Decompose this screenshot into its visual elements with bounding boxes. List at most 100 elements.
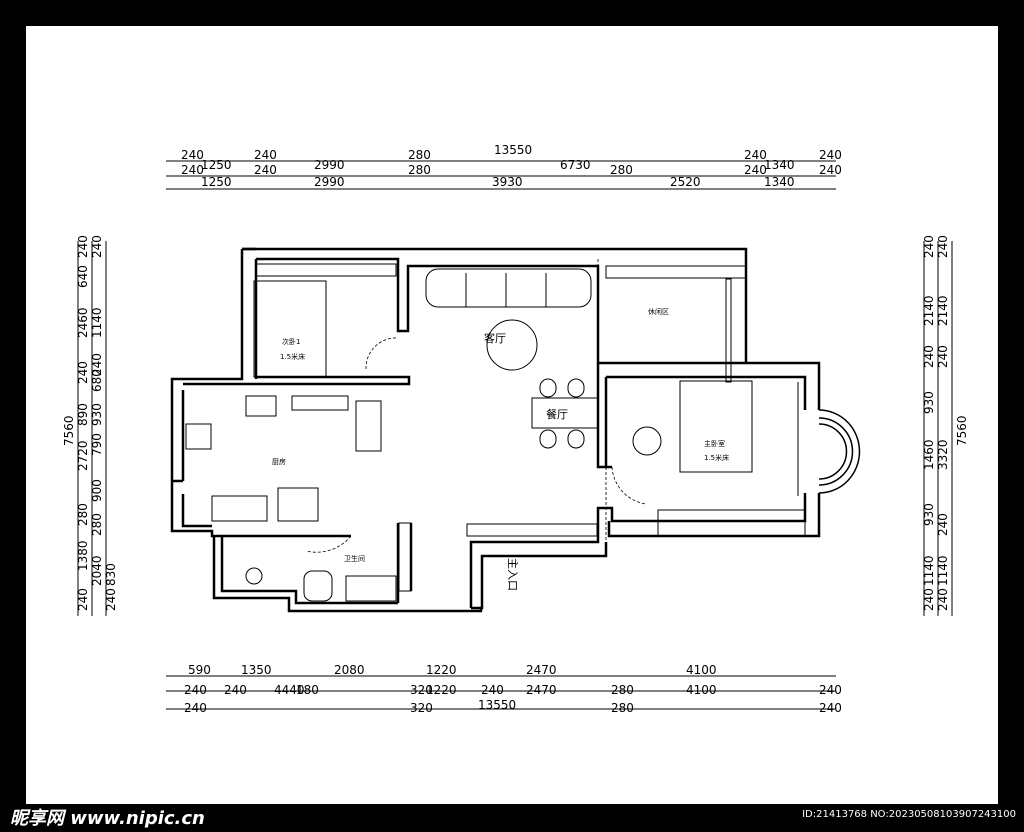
svg-text:240: 240 xyxy=(184,683,207,697)
svg-text:2140: 2140 xyxy=(936,295,950,326)
second-bed xyxy=(253,280,327,378)
svg-text:2470: 2470 xyxy=(526,663,557,677)
coffee-table xyxy=(486,319,538,371)
svg-text:240: 240 xyxy=(184,701,207,715)
watermark: 昵享网 www.nipic.cn xyxy=(10,808,205,829)
label-second-bed-size: 1.5米床 xyxy=(280,352,305,361)
svg-text:2990: 2990 xyxy=(314,175,345,189)
svg-text:590: 590 xyxy=(188,663,211,677)
svg-text:240: 240 xyxy=(922,588,936,611)
svg-text:6730: 6730 xyxy=(560,158,591,172)
svg-text:2140: 2140 xyxy=(922,295,936,326)
svg-text:240: 240 xyxy=(819,148,842,162)
label-leisure-area: 休闲区 xyxy=(648,307,669,316)
svg-text:240: 240 xyxy=(481,683,504,697)
label-dining-room: 餐厅 xyxy=(546,407,568,421)
svg-text:240: 240 xyxy=(936,345,950,368)
svg-text:240: 240 xyxy=(744,148,767,162)
svg-text:320: 320 xyxy=(410,701,433,715)
walls xyxy=(170,247,821,613)
svg-text:2040: 2040 xyxy=(90,555,104,586)
svg-text:2720: 2720 xyxy=(76,440,90,471)
svg-text:4440: 4440 xyxy=(274,683,305,697)
floor-plan: 13550 240 1250 240 2990 280 6730 240 134… xyxy=(62,143,969,715)
svg-text:240: 240 xyxy=(922,345,936,368)
svg-text:1140: 1140 xyxy=(90,307,104,338)
svg-text:280: 280 xyxy=(610,163,633,177)
svg-text:1460: 1460 xyxy=(922,439,936,470)
svg-text:240: 240 xyxy=(224,683,247,697)
svg-text:240: 240 xyxy=(181,163,204,177)
svg-text:3930: 3930 xyxy=(492,175,523,189)
svg-text:240: 240 xyxy=(76,235,90,258)
doors xyxy=(305,259,647,553)
svg-text:2460: 2460 xyxy=(76,307,90,338)
label-master-bed-size: 1.5米床 xyxy=(704,453,729,462)
svg-text:1140: 1140 xyxy=(936,555,950,586)
svg-text:2990: 2990 xyxy=(314,158,345,172)
svg-text:240: 240 xyxy=(922,235,936,258)
label-kitchen: 厨房 xyxy=(272,457,286,466)
svg-text:1350: 1350 xyxy=(241,663,272,677)
svg-text:240: 240 xyxy=(254,163,277,177)
svg-text:240: 240 xyxy=(76,588,90,611)
master-chair xyxy=(632,426,662,456)
svg-text:280: 280 xyxy=(90,513,104,536)
svg-text:240: 240 xyxy=(819,701,842,715)
svg-text:790: 790 xyxy=(90,433,104,456)
svg-text:890: 890 xyxy=(76,403,90,426)
svg-text:7560: 7560 xyxy=(62,415,76,446)
image-id: ID:21413768 NO:20230508103907243100 xyxy=(802,809,1016,820)
svg-text:320: 320 xyxy=(410,683,433,697)
top-dimensions: 13550 240 1250 240 2990 280 6730 240 134… xyxy=(181,143,842,189)
dim-top-total: 13550 xyxy=(494,143,532,157)
svg-text:1250: 1250 xyxy=(201,158,232,172)
svg-text:280: 280 xyxy=(408,163,431,177)
svg-text:2080: 2080 xyxy=(334,663,365,677)
svg-text:3320: 3320 xyxy=(936,439,950,470)
svg-text:1340: 1340 xyxy=(764,158,795,172)
svg-text:1140: 1140 xyxy=(922,555,936,586)
label-living-room: 客厅 xyxy=(484,331,506,345)
svg-text:240: 240 xyxy=(936,588,950,611)
bay-window xyxy=(818,409,861,494)
svg-text:280: 280 xyxy=(76,503,90,526)
svg-text:240: 240 xyxy=(181,148,204,162)
svg-text:930: 930 xyxy=(922,503,936,526)
label-master-bedroom: 主卧室 xyxy=(704,439,725,448)
svg-text:240: 240 xyxy=(254,148,277,162)
svg-text:680: 680 xyxy=(90,369,104,392)
svg-text:4100: 4100 xyxy=(686,663,717,677)
label-main-entrance: 主入口 xyxy=(506,558,519,591)
svg-text:1380: 1380 xyxy=(76,540,90,571)
svg-text:1220: 1220 xyxy=(426,663,457,677)
svg-text:640: 640 xyxy=(76,265,90,288)
svg-text:900: 900 xyxy=(90,479,104,502)
svg-text:280: 280 xyxy=(611,701,634,715)
svg-text:240: 240 xyxy=(819,683,842,697)
svg-text:4100: 4100 xyxy=(686,683,717,697)
svg-text:240: 240 xyxy=(76,361,90,384)
bottom-dimensions: 590 1350 2080 1220 2470 4100 240 240 444… xyxy=(184,663,842,715)
svg-text:280: 280 xyxy=(408,148,431,162)
furniture xyxy=(185,263,806,602)
svg-text:1340: 1340 xyxy=(764,175,795,189)
label-bathroom: 卫生间 xyxy=(344,554,365,563)
svg-text:930: 930 xyxy=(922,391,936,414)
label-second-bedroom: 次卧1 xyxy=(282,337,300,346)
svg-text:240: 240 xyxy=(744,163,767,177)
svg-text:830: 830 xyxy=(104,563,118,586)
svg-text:240: 240 xyxy=(104,588,118,611)
svg-text:280: 280 xyxy=(611,683,634,697)
svg-text:240: 240 xyxy=(90,235,104,258)
svg-text:240: 240 xyxy=(936,235,950,258)
svg-text:13550: 13550 xyxy=(478,698,516,712)
svg-text:240: 240 xyxy=(90,353,104,376)
sofa xyxy=(425,268,592,308)
drawing-sheet: 13550 240 1250 240 2990 280 6730 240 134… xyxy=(26,26,998,804)
wardrobe xyxy=(657,509,806,537)
svg-text:180: 180 xyxy=(296,683,319,697)
svg-text:2520: 2520 xyxy=(670,175,701,189)
svg-text:240: 240 xyxy=(819,163,842,177)
master-bed xyxy=(679,380,753,473)
